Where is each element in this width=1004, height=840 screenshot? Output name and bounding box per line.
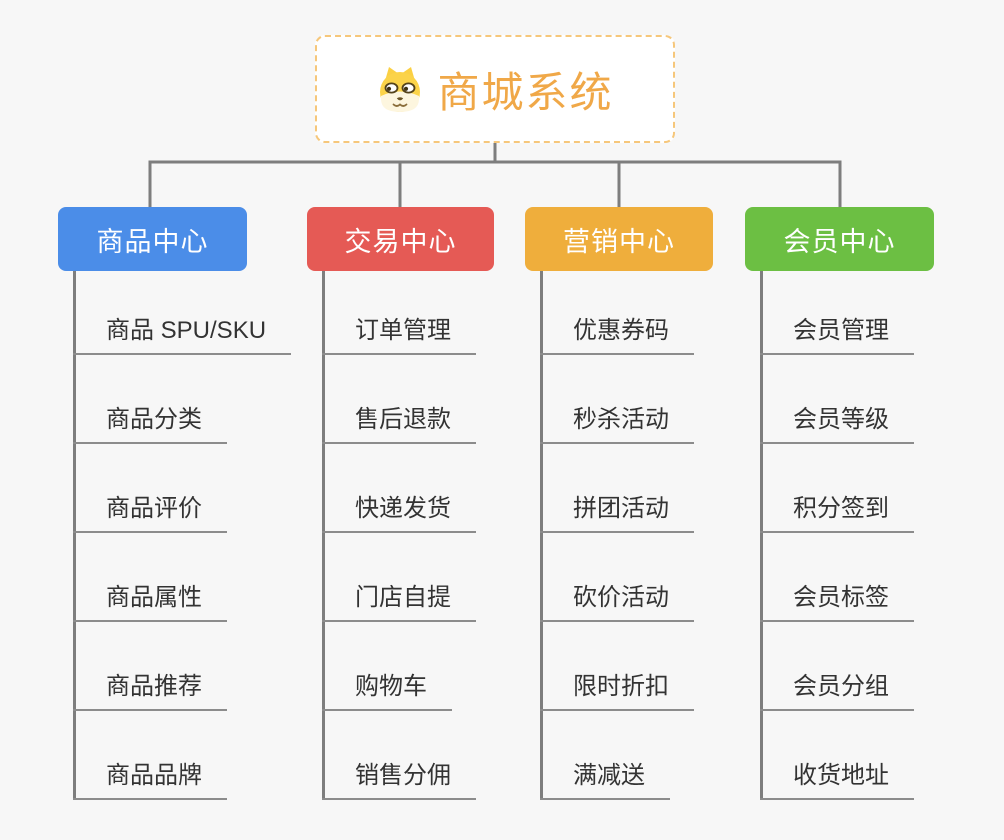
leaf-node[interactable]: 砍价活动 (540, 577, 694, 622)
branch-trade-center: 交易中心 订单管理 售后退款 快递发货 门店自提 购物车 销售分佣 (307, 207, 494, 807)
root-node-label: 商城系统 (437, 68, 614, 116)
leaf-node[interactable]: 商品推荐 (73, 666, 227, 711)
leaf-node[interactable]: 购物车 (322, 666, 452, 711)
branch-product-center: 商品中心 商品 SPU/SKU 商品分类 商品评价 商品属性 商品推荐 商品品牌 (58, 207, 292, 807)
leaf-node[interactable]: 商品分类 (73, 399, 227, 444)
leaf-node[interactable]: 会员标签 (760, 577, 914, 622)
leaf-node[interactable]: 商品属性 (73, 577, 227, 622)
branch-member-center: 会员中心 会员管理 会员等级 积分签到 会员标签 会员分组 收货地址 (745, 207, 934, 807)
leaf-node[interactable]: 售后退款 (322, 399, 476, 444)
root-node[interactable]: 商城系统 (315, 35, 675, 143)
leaf-node[interactable]: 会员管理 (760, 310, 914, 355)
branch-trunk-line (73, 271, 76, 800)
leaf-node[interactable]: 销售分佣 (322, 755, 476, 800)
leaf-node[interactable]: 会员分组 (760, 666, 914, 711)
leaf-node[interactable]: 门店自提 (322, 577, 476, 622)
leaf-node[interactable]: 订单管理 (322, 310, 476, 355)
leaf-node[interactable]: 会员等级 (760, 399, 914, 444)
leaf-node[interactable]: 快递发货 (322, 488, 476, 533)
dog-face-icon (376, 65, 424, 113)
branch-trunk-line (322, 271, 325, 800)
leaf-node[interactable]: 收货地址 (760, 755, 914, 800)
leaf-node[interactable]: 商品评价 (73, 488, 227, 533)
branch-trunk-line (540, 271, 543, 800)
leaf-node[interactable]: 限时折扣 (540, 666, 694, 711)
branch-node-label[interactable]: 营销中心 (525, 207, 713, 271)
leaf-node[interactable]: 拼团活动 (540, 488, 694, 533)
leaf-node[interactable]: 积分签到 (760, 488, 914, 533)
branch-node-label[interactable]: 交易中心 (307, 207, 494, 271)
leaf-node[interactable]: 秒杀活动 (540, 399, 694, 444)
branch-node-label[interactable]: 商品中心 (58, 207, 247, 271)
leaf-node[interactable]: 商品 SPU/SKU (73, 310, 292, 355)
leaf-node[interactable]: 优惠券码 (540, 310, 694, 355)
leaf-node[interactable]: 满减送 (540, 755, 670, 800)
leaf-node[interactable]: 商品品牌 (73, 755, 227, 800)
branch-marketing-center: 营销中心 优惠券码 秒杀活动 拼团活动 砍价活动 限时折扣 满减送 (525, 207, 713, 807)
branch-trunk-line (760, 271, 763, 800)
branch-node-label[interactable]: 会员中心 (745, 207, 934, 271)
